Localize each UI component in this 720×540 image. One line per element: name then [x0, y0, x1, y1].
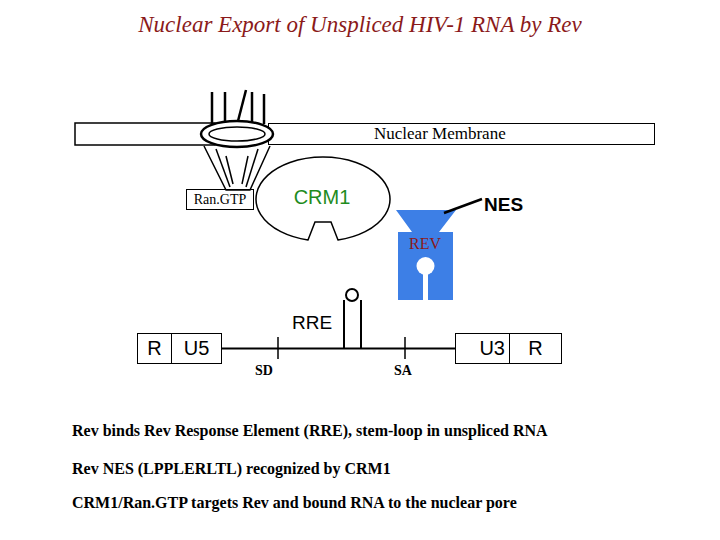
ltr-5-box: RU5 — [137, 333, 222, 364]
splice-site-label: SD — [255, 363, 273, 379]
note-text: Rev NES (LPPLERLTL) recognized by CRM1 — [72, 460, 712, 478]
node-text: Nuclear Membrane — [269, 124, 506, 144]
membrane-segment — [75, 123, 215, 145]
diagram-title: Nuclear Export of Unspliced HIV-1 RNA by… — [0, 12, 720, 38]
note-text: CRM1/Ran.GTP targets Rev and bound RNA t… — [72, 494, 712, 512]
pore-filaments — [212, 90, 264, 124]
ran-gtp-box: Ran.GTP — [186, 189, 254, 210]
pore-ring — [201, 121, 273, 147]
splice-acceptor-tick — [404, 337, 406, 359]
node-text: CRM1 — [254, 186, 390, 209]
pore-ring — [209, 127, 265, 141]
splice-site-label: SA — [394, 363, 412, 379]
ltr-3-box: U3R — [455, 333, 562, 364]
signal-label: NES — [484, 194, 523, 216]
membrane-band: Nuclear Membrane — [268, 123, 655, 145]
rev-protein: REV — [395, 208, 457, 302]
splice-donor-tick — [277, 337, 279, 359]
node-text: REV — [395, 235, 455, 253]
node-text: Ran.GTP — [194, 192, 247, 208]
rev-body — [396, 210, 456, 300]
node-text: U3 — [456, 334, 509, 363]
note-text: Rev binds Rev Response Element (RRE), st… — [72, 422, 712, 440]
node-text: R — [138, 334, 171, 363]
node-text: U5 — [171, 334, 221, 363]
rre-stem-loop — [344, 289, 361, 348]
element-label: RRE — [292, 312, 332, 334]
rev-binding-site — [417, 257, 435, 275]
node-text: R — [509, 334, 561, 363]
crm1-exportin: CRM1 — [254, 156, 390, 242]
rna-strand — [222, 348, 455, 350]
rev-outline — [395, 208, 457, 302]
